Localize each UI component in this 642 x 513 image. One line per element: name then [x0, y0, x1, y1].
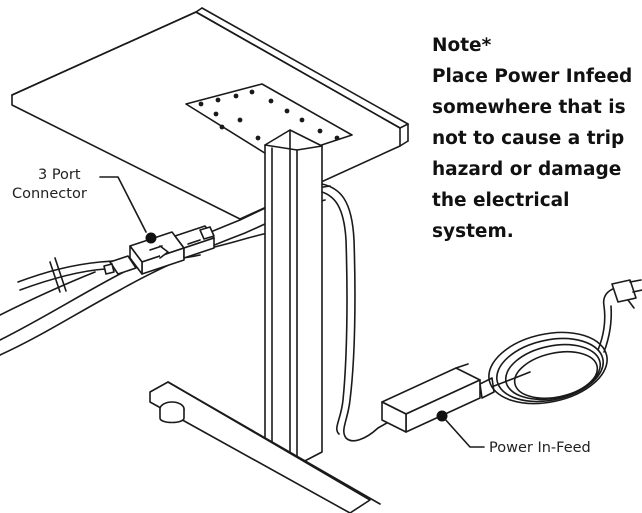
- connector-callout-leader: [99, 176, 147, 233]
- power-cable: [321, 183, 393, 442]
- desk-leg: [264, 129, 323, 466]
- infeed-marker: [436, 410, 448, 422]
- coiled-cord: [488, 287, 617, 405]
- note-line: hazard or damage: [432, 159, 622, 180]
- three-port-connector: [103, 225, 215, 275]
- note-line: system.: [432, 221, 514, 242]
- installation-note: Note* Place Power Infeed somewhere that …: [432, 30, 638, 247]
- connector-label: 3 Port Connector: [12, 166, 132, 204]
- note-line: not to cause a trip: [432, 128, 625, 149]
- note-line: somewhere that is: [432, 97, 626, 118]
- note-heading: Note*: [432, 35, 492, 56]
- note-line: the electrical: [432, 190, 570, 211]
- power-infeed-label: Power In-Feed: [489, 440, 591, 456]
- note-line: Place Power Infeed: [432, 66, 633, 87]
- power-infeed-box: [381, 363, 495, 433]
- infeed-callout-leader: [443, 417, 485, 448]
- desk-foot: [149, 381, 381, 513]
- connector-label-line2: Connector: [12, 186, 87, 202]
- connector-label-line1: 3 Port: [38, 167, 81, 183]
- connector-marker: [145, 232, 157, 244]
- power-plug: [611, 279, 642, 309]
